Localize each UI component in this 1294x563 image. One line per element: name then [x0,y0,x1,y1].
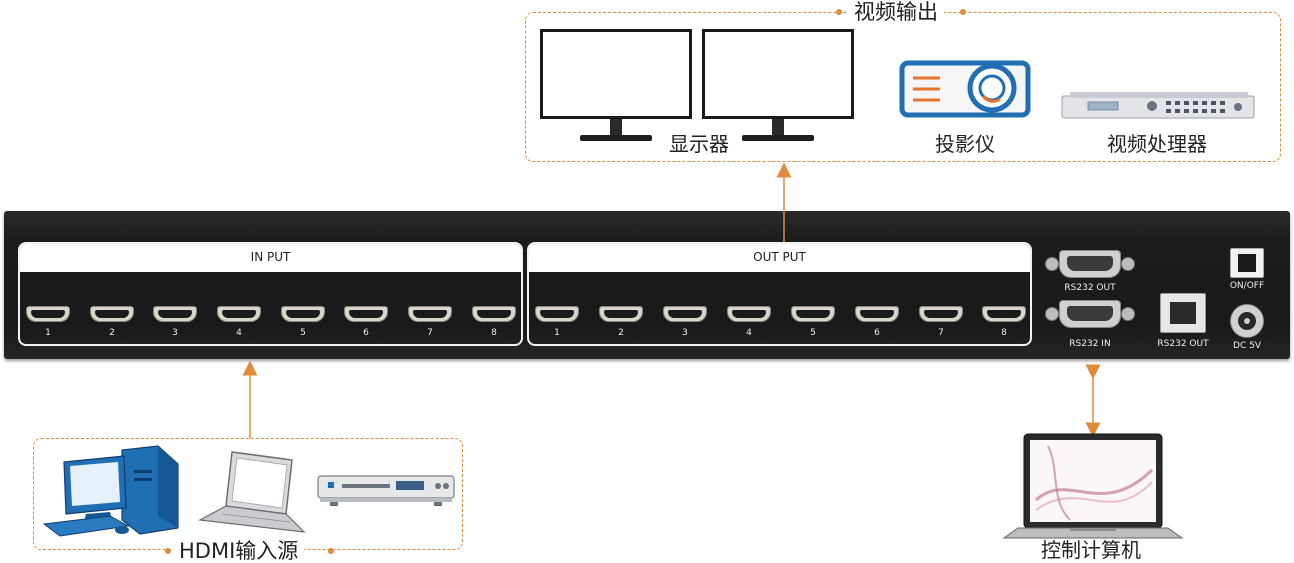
input-title-dot-left [165,548,171,554]
hdmi-input-port-1[interactable] [26,306,70,326]
hdmi-input-port-2[interactable] [90,306,134,326]
output-port-number: 6 [874,328,880,338]
output-panel-title: OUT PUT [753,250,806,264]
hdmi-output-port-6[interactable] [855,306,899,326]
rs232-out-label: RS232 OUT [1064,283,1116,293]
dc-power-label: DC 5V [1233,341,1261,351]
input-port-number: 2 [109,328,115,338]
hdmi-output-port-4[interactable] [727,306,771,326]
input-panel-title: IN PUT [250,250,291,264]
dc-power-jack[interactable] [1230,304,1264,338]
hdmi-input-title: HDMI输入源 [173,539,305,563]
rj45-port[interactable] [1160,293,1206,333]
hdmi-output-port-5[interactable] [791,306,835,326]
input-port-number: 1 [45,328,51,338]
hdmi-output-port-1[interactable] [535,306,579,326]
output-port-number: 4 [746,328,752,338]
input-panel: IN PUT [18,242,523,346]
control-computer-label: 控制计算机 [1041,538,1141,562]
monitor-label: 显示器 [661,133,737,155]
hdmi-output-port-2[interactable] [599,306,643,326]
input-port-number: 8 [491,328,497,338]
output-title-dot-right [960,9,966,15]
output-port-number: 2 [618,328,624,338]
hdmi-output-port-7[interactable] [919,306,963,326]
hdmi-input-port-7[interactable] [408,306,452,326]
hdmi-input-port-6[interactable] [344,306,388,326]
hdmi-matrix-chassis: IN PUT OUT PUT 1 2 3 4 5 6 7 8 1 2 3 4 5… [4,211,1290,359]
input-port-number: 6 [363,328,369,338]
output-port-number: 1 [554,328,560,338]
rs232-out-port[interactable] [1045,248,1135,280]
power-switch[interactable] [1230,248,1264,278]
output-port-number: 7 [938,328,944,338]
hdmi-input-port-4[interactable] [217,306,261,326]
rs232-in-port[interactable] [1045,298,1135,330]
input-port-number: 3 [172,328,178,338]
input-port-number: 4 [236,328,242,338]
output-panel: OUT PUT [527,242,1032,346]
hdmi-output-port-3[interactable] [663,306,707,326]
input-port-number: 5 [300,328,306,338]
output-title-dot-left [836,9,842,15]
input-port-number: 7 [427,328,433,338]
output-port-number: 3 [682,328,688,338]
input-title-dot-right [328,548,334,554]
video-output-title: 视频输出 [848,0,944,24]
power-switch-label: ON/OFF [1229,281,1265,291]
output-port-number: 5 [810,328,816,338]
output-port-number: 8 [1001,328,1007,338]
rj45-port-label: RS232 OUT [1157,339,1209,349]
hdmi-input-port-5[interactable] [281,306,325,326]
projector-label: 投影仪 [935,132,995,156]
hdmi-input-port-3[interactable] [153,306,197,326]
hdmi-input-port-8[interactable] [472,306,516,326]
rs232-in-label: RS232 IN [1069,339,1111,349]
hdmi-output-port-8[interactable] [982,306,1026,326]
video-processor-label: 视频处理器 [1107,132,1207,156]
